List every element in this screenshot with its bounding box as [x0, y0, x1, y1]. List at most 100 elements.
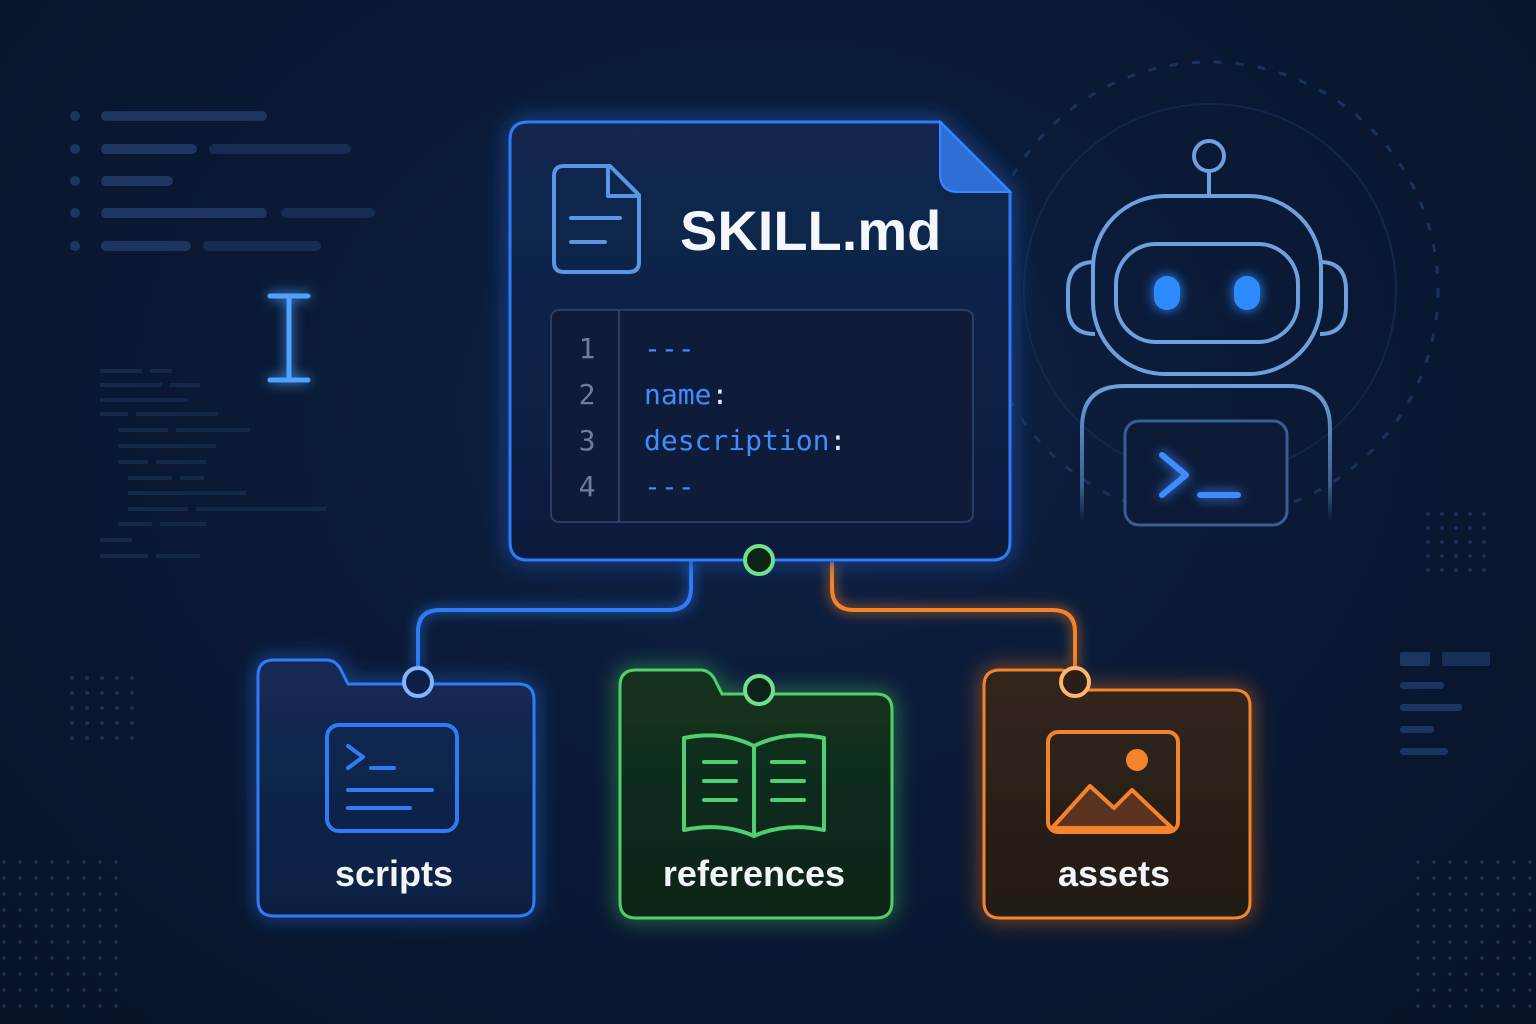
decor-dot: [98, 1004, 102, 1008]
decor-dot: [82, 924, 86, 928]
decor-dot: [82, 956, 86, 960]
decor-dot: [1416, 940, 1420, 944]
decor-dot: [1454, 512, 1458, 516]
decor-dot: [130, 706, 134, 710]
decor-dot: [1482, 554, 1486, 558]
decor-dot: [1464, 940, 1468, 944]
decor-dot: [1512, 1004, 1516, 1008]
decor-dot: [115, 676, 119, 680]
decor-dot: [82, 860, 86, 864]
decor-dot: [34, 876, 38, 880]
decor-dot: [114, 876, 118, 880]
decor-dot: [1496, 860, 1500, 864]
decor-dot: [114, 988, 118, 992]
decor-dot: [1528, 908, 1532, 912]
decor-dot: [2, 940, 6, 944]
decor-dot: [130, 736, 134, 740]
yaml-key: name: [644, 378, 711, 411]
decor-dot: [85, 706, 89, 710]
connector-nodes: [402, 544, 1091, 706]
decor-dot: [1482, 540, 1486, 544]
decor-dot: [1464, 972, 1468, 976]
decor-dot: [1512, 972, 1516, 976]
decor-dot: [18, 1004, 22, 1008]
decor-dot: [66, 972, 70, 976]
decor-dot: [85, 721, 89, 725]
decor-dot: [1464, 876, 1468, 880]
decor-dot: [1448, 908, 1452, 912]
decor-dot: [1528, 940, 1532, 944]
decor-dot: [70, 736, 74, 740]
decor-dot: [114, 972, 118, 976]
decor-dot: [34, 940, 38, 944]
decor-dot: [1468, 568, 1472, 572]
decor-dot: [34, 956, 38, 960]
decor-dot: [1440, 568, 1444, 572]
decor-dot: [50, 1004, 54, 1008]
decor-dot-grids: [2, 512, 1532, 1008]
decor-dot: [1432, 892, 1436, 896]
code-line-text: ---: [644, 332, 695, 365]
folder-label-references: references: [663, 853, 845, 894]
decor-dot: [98, 940, 102, 944]
decor-dot: [1528, 860, 1532, 864]
decor-dot: [66, 956, 70, 960]
decor-dot: [1464, 924, 1468, 928]
robot-visor: [1114, 242, 1300, 344]
code-line-text: description:: [644, 424, 846, 457]
decor-dot: [1464, 1004, 1468, 1008]
code-line-number: 2: [579, 378, 596, 411]
decor-dot: [82, 892, 86, 896]
decor-dot: [114, 908, 118, 912]
decor-dot: [1416, 1004, 1420, 1008]
image-icon: [1046, 730, 1180, 834]
decor-dot: [2, 956, 6, 960]
robot-eye-right: [1234, 276, 1260, 310]
decor-dot: [1468, 554, 1472, 558]
decor-dot: [1480, 876, 1484, 880]
decor-dot: [130, 691, 134, 695]
decor-dot: [114, 956, 118, 960]
decor-dot: [1432, 940, 1436, 944]
decor-dot: [82, 1004, 86, 1008]
decor-dot: [50, 940, 54, 944]
node-references-top: [743, 544, 775, 576]
robot-prompt-icon: [1159, 452, 1241, 498]
decor-dot: [114, 892, 118, 896]
decor-dot: [1528, 924, 1532, 928]
decor-dot: [1416, 876, 1420, 880]
decor-dot: [1512, 924, 1516, 928]
decor-dot: [2, 892, 6, 896]
decor-dot: [1454, 554, 1458, 558]
decor-dot: [1496, 908, 1500, 912]
decor-dot: [70, 676, 74, 680]
decor-dot: [50, 956, 54, 960]
document-icon: [552, 164, 641, 274]
decor-dot: [1528, 892, 1532, 896]
decor-dot: [1448, 940, 1452, 944]
decor-dot: [100, 721, 104, 725]
decor-dot: [1448, 988, 1452, 992]
text-cursor-icon: [267, 293, 311, 383]
decor-dot: [1528, 1004, 1532, 1008]
decor-dot: [1512, 988, 1516, 992]
decor-dot: [1528, 972, 1532, 976]
folder-assets[interactable]: assets: [982, 668, 1252, 920]
folder-references[interactable]: references: [618, 668, 894, 920]
decor-dot: [1482, 568, 1486, 572]
terminal-icon: [325, 723, 459, 833]
decor-dot: [100, 706, 104, 710]
folder-scripts[interactable]: scripts: [256, 658, 536, 918]
robot-eye-left: [1154, 276, 1180, 310]
decor-dot: [1480, 908, 1484, 912]
decor-dot: [1468, 526, 1472, 530]
decor-dot: [1468, 540, 1472, 544]
connector-scripts: [416, 560, 693, 668]
decor-dot: [1528, 956, 1532, 960]
decor-dot: [66, 924, 70, 928]
decor-dot: [1512, 892, 1516, 896]
decor-dot: [1426, 526, 1430, 530]
decor-dot: [2, 988, 6, 992]
